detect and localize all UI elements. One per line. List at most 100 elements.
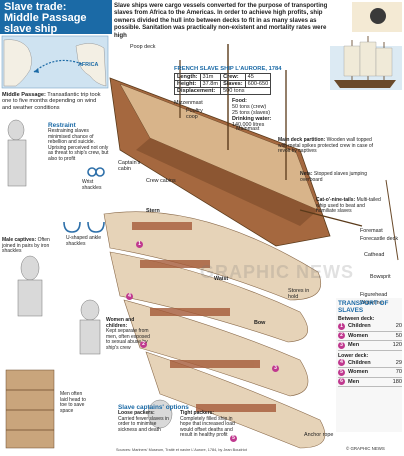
row-count: 50 <box>395 332 402 339</box>
nets-block: Nets: Stopped slaves jumping overboard <box>300 171 370 183</box>
label-forecastle: Forecastle deck <box>360 236 399 242</box>
row-who: Women <box>348 369 369 376</box>
intro-text: Slave ships were cargo vessels converted… <box>114 2 328 39</box>
atlantic-map <box>1 35 109 89</box>
cat-o-nine-tails-block: Cat-o'-nine-tails: Multi-tailed whip use… <box>316 197 382 215</box>
women-text: Kept separate from men, often exposed to… <box>106 328 150 351</box>
transport-panel-bg <box>336 298 402 432</box>
captains-options-block: Slave captains' options Loose packers: C… <box>118 404 248 439</box>
deck-marker: 3 <box>272 360 279 378</box>
credit-text: © GRAPHIC NEWS <box>346 446 385 451</box>
deck-marker: 5 <box>230 430 237 448</box>
row-count: 70 <box>395 369 402 376</box>
middle-passage-text: Transatlantic trip took one to five mont… <box>2 92 101 111</box>
table-row: Displacement: 500 tons <box>173 87 272 95</box>
label-bowsprit: Bowsprit <box>370 274 391 280</box>
marker-number: 2 <box>140 341 147 349</box>
row-who: Men <box>348 342 360 349</box>
male-captives-block: Male captives: Often joined in pairs by … <box>2 237 54 255</box>
spec-value: 45 <box>244 73 272 81</box>
transport-title-1: TRANSPORT OF <box>338 300 389 307</box>
row-who: Women <box>348 332 369 339</box>
tight-head: Tight packers: <box>180 410 215 416</box>
partition-text: Wooden wall topped with metal spikes pro… <box>278 137 374 155</box>
women-children-block: Women and children: Kept separate from m… <box>106 317 150 352</box>
restraint-text: Restraining slaves minimised chance of r… <box>48 128 109 162</box>
map-africa-label: AFRICA <box>78 62 99 68</box>
spec-key: Slaves: <box>220 80 246 88</box>
row-number: 1 <box>338 322 345 330</box>
label-poultry-coop: Poultry coop <box>186 108 203 120</box>
deck-marker: 1 <box>136 236 143 254</box>
watermark: GRAPHIC NEWS <box>200 262 355 282</box>
food-block: Food: 50 tons (crew) 25 tons (slaves) Dr… <box>232 98 302 128</box>
row-who: Children <box>348 323 371 330</box>
title-line3: slave ship <box>4 23 58 35</box>
spec-value: 500 tons <box>220 87 272 95</box>
spec-value: 600-650 <box>244 80 272 88</box>
spec-key: Crew: <box>220 73 246 81</box>
deck-plan <box>103 211 326 449</box>
label-stern: Stern <box>146 208 160 214</box>
loose-head: Loose packers: <box>118 410 155 416</box>
deck-marker: 4 <box>126 288 133 306</box>
row-number: 5 <box>338 368 345 376</box>
row-number: 2 <box>338 332 345 340</box>
label-anchor-rope: Anchor rope <box>304 432 334 438</box>
nets-text: Stopped slaves jumping overboard <box>300 171 367 183</box>
nets-head: Nets: <box>300 171 313 177</box>
male-captives-head: Male captives: <box>2 237 37 243</box>
cutaway-ship-upper <box>109 44 363 247</box>
label-bow: Bow <box>254 320 266 326</box>
partition-head: Main deck partition: <box>278 137 326 143</box>
title-box: Slave trade: Middle Passage slave ship <box>0 0 112 35</box>
male-captives-text: Often joined in pairs by iron shackles <box>2 237 50 255</box>
row-count: 29 <box>395 359 402 366</box>
tight-text: Completely filled ship in hope that incr… <box>180 415 235 439</box>
transport-title-2: SLAVES <box>338 307 364 314</box>
drinking-water-head: Drinking water: <box>232 116 272 122</box>
title-line1: Slave trade: <box>4 1 67 13</box>
label-captains-cabin: Captain's cabin <box>118 160 141 172</box>
label-mizzenmast: Mizzenmast <box>174 100 203 106</box>
label-cathead: Cathead <box>364 252 385 258</box>
label-poop-deck: Poop deck <box>130 44 156 50</box>
ship-spec-table: Length: 31m Crew: 45 Height: 37.8m Slave… <box>173 73 272 95</box>
marker-number: 3 <box>272 365 279 373</box>
label-mainmast: Mainmast <box>236 126 260 132</box>
spec-value: 37.8m <box>199 80 222 88</box>
spec-key: Length: <box>174 73 201 81</box>
options-title: Slave captains' options <box>118 404 189 411</box>
restraint-title: Restraint <box>48 122 76 129</box>
shackles <box>63 167 105 233</box>
marker-number: 5 <box>230 435 237 443</box>
marker-number: 1 <box>136 241 143 249</box>
row-count: 20 <box>395 323 402 330</box>
row-count: 120 <box>392 342 402 349</box>
tight-packers: Tight packers: Completely filled ship in… <box>180 410 244 439</box>
row-who: Men <box>348 378 360 385</box>
loose-packers: Loose packers: Carried fewer slaves in o… <box>118 410 176 439</box>
whip-illustration <box>385 179 399 261</box>
middle-passage-block: Middle Passage: Transatlantic trip took … <box>2 92 102 111</box>
table-row: Length: 31m Crew: 45 <box>174 73 272 81</box>
ankle-shackles-label: U-shaped ankle shackles <box>66 235 102 247</box>
food-line2: 25 tons (slaves) <box>232 110 271 116</box>
label-waterline: Waterline <box>360 300 383 306</box>
women-head: Women and children: <box>106 317 135 329</box>
label-crew-cabins: Crew cabins <box>146 178 176 184</box>
row-number: 6 <box>338 378 345 386</box>
marker-number: 4 <box>126 293 133 301</box>
wrist-shackles-label: Wrist shackles <box>82 179 102 191</box>
bunks-illustration <box>5 369 55 449</box>
title-line2: Middle Passage <box>4 12 87 24</box>
label-stores: Stores in hold <box>288 288 310 300</box>
label-waist: Waist <box>214 276 229 282</box>
deck-marker: 2 <box>140 336 147 354</box>
men-head-to-toe-note: Men often laid head to toe to save space <box>60 391 86 414</box>
